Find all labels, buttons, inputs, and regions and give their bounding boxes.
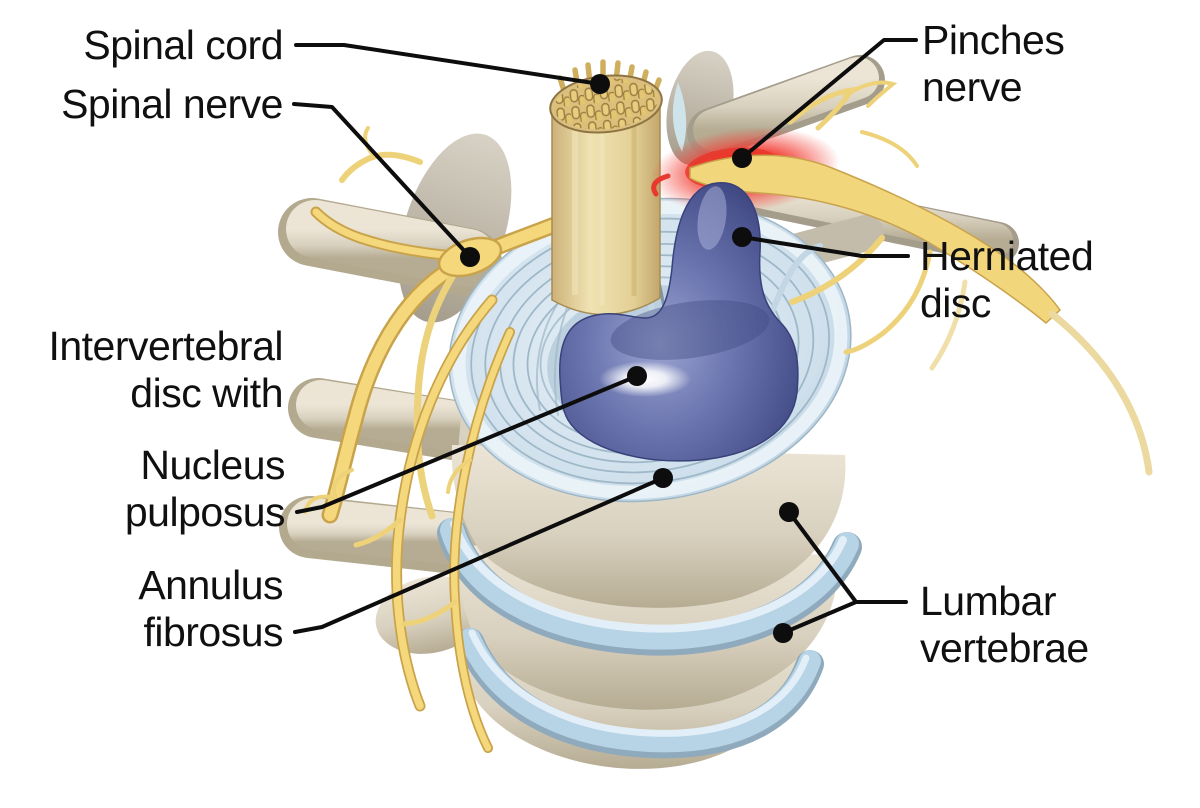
- label-annulus-fibrosus: Annulus fibrosus: [138, 562, 283, 656]
- exiting-nerve-band: [689, 154, 1153, 476]
- leader-pinches-nerve: [740, 38, 918, 160]
- spinal-cord: [549, 59, 663, 316]
- label-herniated-disc: Herniated disc: [920, 233, 1094, 327]
- label-line: Pinches: [922, 17, 1065, 63]
- label-line: Herniated: [920, 233, 1094, 279]
- leader-annulus-fibrosus: [293, 476, 665, 634]
- leader-spinal-cord: [294, 43, 602, 86]
- dot-herniated-disc: [732, 227, 752, 247]
- label-line: pulposus: [124, 489, 286, 535]
- label-line: nerve: [922, 64, 1023, 110]
- label-line: Spinal cord: [83, 22, 283, 68]
- label-line: disc: [920, 280, 991, 326]
- label-line: Lumbar: [920, 578, 1057, 624]
- label-nucleus-pulposus: Nucleus pulposus: [124, 442, 286, 536]
- dot-lumbar-vertebra-2: [773, 623, 793, 643]
- dot-pinches-nerve: [732, 148, 752, 168]
- dot-annulus-fibrosus: [653, 468, 673, 488]
- label-pinches-nerve: Pinches nerve: [922, 17, 1065, 111]
- label-intervertebral-disc: Intervertebral disc with: [48, 323, 283, 417]
- leader-nucleus-pulposus: [295, 374, 639, 514]
- dot-lumbar-vertebra-1: [779, 502, 799, 522]
- dot-nucleus-pulposus: [627, 366, 647, 386]
- label-lumbar-vertebrae: Lumbar vertebrae: [920, 578, 1089, 672]
- dot-spinal-cord: [590, 74, 610, 94]
- label-line: Spinal nerve: [61, 81, 283, 127]
- cord-fiber-bundle: [554, 78, 658, 130]
- leader-lines: [292, 38, 918, 635]
- leader-herniated-disc: [740, 235, 910, 258]
- label-line: Intervertebral: [48, 323, 283, 369]
- label-line: Nucleus: [140, 442, 285, 488]
- label-line: vertebrae: [920, 625, 1089, 671]
- upper-right-nerve-twigs: [787, 80, 919, 168]
- spinal-nerve-roots: [303, 126, 597, 753]
- leader-dots: [460, 74, 799, 643]
- leader-spinal-nerve: [292, 102, 472, 259]
- facet-cartilage: [672, 82, 687, 152]
- disc-rims: [437, 518, 862, 759]
- label-spinal-cord: Spinal cord: [83, 22, 283, 69]
- leader-lumbar-vertebrae-lower: [781, 600, 858, 635]
- label-line: disc with: [130, 370, 283, 416]
- label-line: fibrosus: [143, 609, 283, 655]
- dot-spinal-nerve: [460, 247, 480, 267]
- label-spinal-nerve: Spinal nerve: [61, 81, 283, 128]
- label-line: Annulus: [138, 562, 283, 608]
